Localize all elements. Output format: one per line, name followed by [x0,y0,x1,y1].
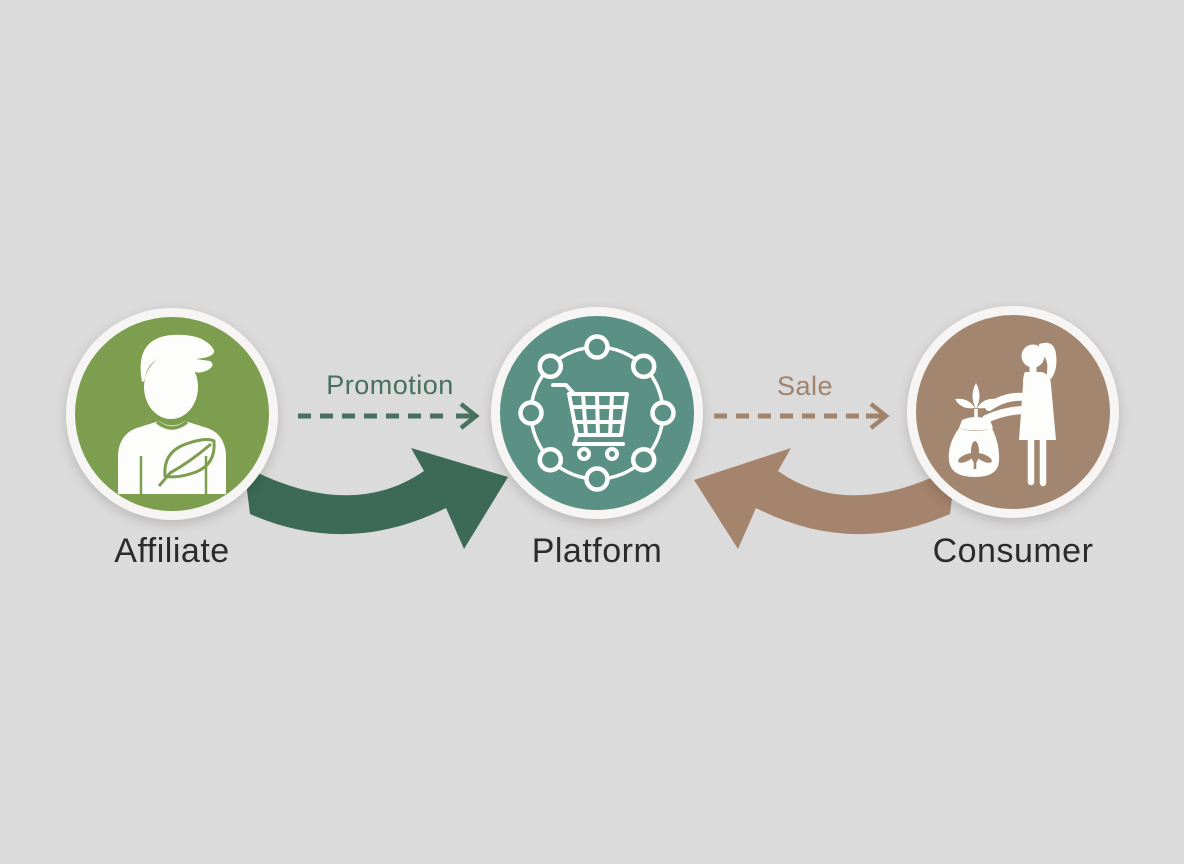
affiliate-label: Affiliate [114,532,230,570]
promotion-dashed-arrow [298,402,480,430]
consumer-node [907,306,1119,518]
sale-label: Sale [776,371,834,401]
sale-dashed-arrow [714,402,890,430]
affiliate-node [66,308,278,520]
platform-node [491,307,703,519]
cart-network-icon [518,334,676,492]
promotion-label: Promotion [326,370,454,400]
platform-label: Platform [531,532,663,570]
consumer-circle [907,306,1119,518]
consumer-label: Consumer [932,532,1094,570]
affiliate-circle [66,308,278,520]
shopper-bag-icon [948,342,1057,487]
platform-circle [491,307,703,519]
person-leaf-icon [118,334,226,494]
consumer-to-platform-arrow [694,448,956,549]
affiliate-to-platform-arrow [244,448,508,549]
